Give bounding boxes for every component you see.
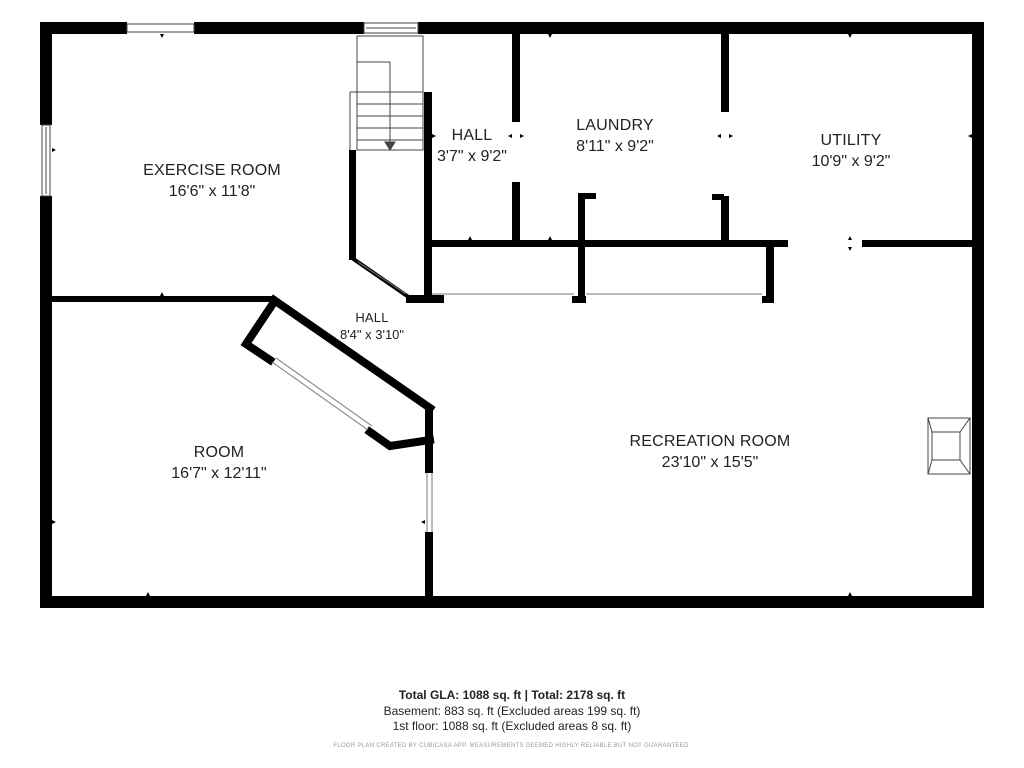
room-label-room: ROOM 16'7" x 12'11" xyxy=(171,443,266,485)
wall-top-mid xyxy=(194,22,364,34)
wall-left-upper xyxy=(40,22,52,125)
room-label-hall-upper: HALL 3'7" x 9'2" xyxy=(437,126,507,168)
wall-closet-left-cap xyxy=(578,193,596,199)
wall-closet-left xyxy=(578,193,585,303)
window-top-exercise xyxy=(126,23,195,33)
floor-plan xyxy=(40,22,984,608)
wall-hall-upper-left xyxy=(424,92,432,302)
wall-top-right xyxy=(418,22,984,34)
wall-closet-v xyxy=(240,296,280,366)
room-name: EXERCISE ROOM xyxy=(143,162,281,179)
wall-left-lower xyxy=(40,196,52,608)
room-name: HALL xyxy=(451,127,493,144)
total-area-summary: Total GLA: 1088 sq. ft | Total: 2178 sq.… xyxy=(398,688,626,702)
room-name: ROOM xyxy=(193,444,245,461)
room-dimensions: 3'7" x 9'2" xyxy=(437,147,507,165)
room-name: UTILITY xyxy=(820,132,882,149)
room-label-exercise: EXERCISE ROOM 16'6" x 11'8" xyxy=(143,161,281,203)
exterior-walls xyxy=(40,22,984,608)
wall-hall-laundry-lower xyxy=(512,182,520,246)
angled-walls xyxy=(240,255,436,451)
dimension-ticks xyxy=(52,34,972,596)
wall-angled-closet xyxy=(268,294,436,414)
wall-stair-left xyxy=(349,150,356,260)
doors-and-openings xyxy=(271,261,762,532)
wall-laundry-utility-lower xyxy=(721,196,729,246)
room-label-laundry: LAUNDRY 8'11" x 9'2" xyxy=(576,116,654,158)
wall-hall-upper-bottom-stub xyxy=(406,295,444,303)
room-dimensions: 16'6" x 11'8" xyxy=(168,182,256,200)
room-dimensions: 10'9" x 9'2" xyxy=(811,152,891,170)
room-dimensions: 23'10" x 15'5" xyxy=(661,453,759,471)
windows xyxy=(41,22,419,197)
wall-hall-laundry xyxy=(512,34,520,122)
room-dimensions: 8'11" x 9'2" xyxy=(576,137,654,155)
room-dimensions: 8'4" x 3'10" xyxy=(339,326,405,342)
disclaimer: FLOOR PLAN CREATED BY CUBICASA APP. MEAS… xyxy=(333,743,691,749)
room-label-hall-lower: HALL 8'4" x 3'10" xyxy=(340,310,404,344)
room-label-utility: UTILITY 10'9" x 9'2" xyxy=(812,131,891,173)
wall-closet-left-foot xyxy=(572,296,586,303)
wall-closet-right xyxy=(766,247,774,303)
interior-walls xyxy=(52,34,972,596)
basement-area: Basement: 883 sq. ft (Excluded areas 199… xyxy=(383,704,641,718)
wall-utility-bottom xyxy=(862,240,972,247)
wall-top-left xyxy=(40,22,127,34)
wall-exercise-room-divider xyxy=(52,296,276,302)
wall-laundry-utility xyxy=(721,34,729,112)
room-label-recreation: RECREATION ROOM 23'10" x 15'5" xyxy=(630,432,791,474)
wall-room-rec-lower xyxy=(425,532,433,596)
wall-bottom xyxy=(40,596,984,608)
wall-closet-right-foot xyxy=(762,296,774,303)
wall-laundry-stub xyxy=(712,194,724,200)
room-name: HALL xyxy=(355,310,389,325)
wall-horizontal-middle xyxy=(432,240,788,247)
wall-right xyxy=(972,22,984,608)
room-dimensions: 16'7" x 12'11" xyxy=(171,464,267,482)
wall-closet-bottom xyxy=(364,426,435,451)
room-name: LAUNDRY xyxy=(576,117,654,134)
room-name: RECREATION ROOM xyxy=(629,433,791,450)
fireplace-icon xyxy=(927,417,971,475)
staircase xyxy=(349,35,424,151)
first-floor-area: 1st floor: 1088 sq. ft (Excluded areas 8… xyxy=(392,719,632,733)
